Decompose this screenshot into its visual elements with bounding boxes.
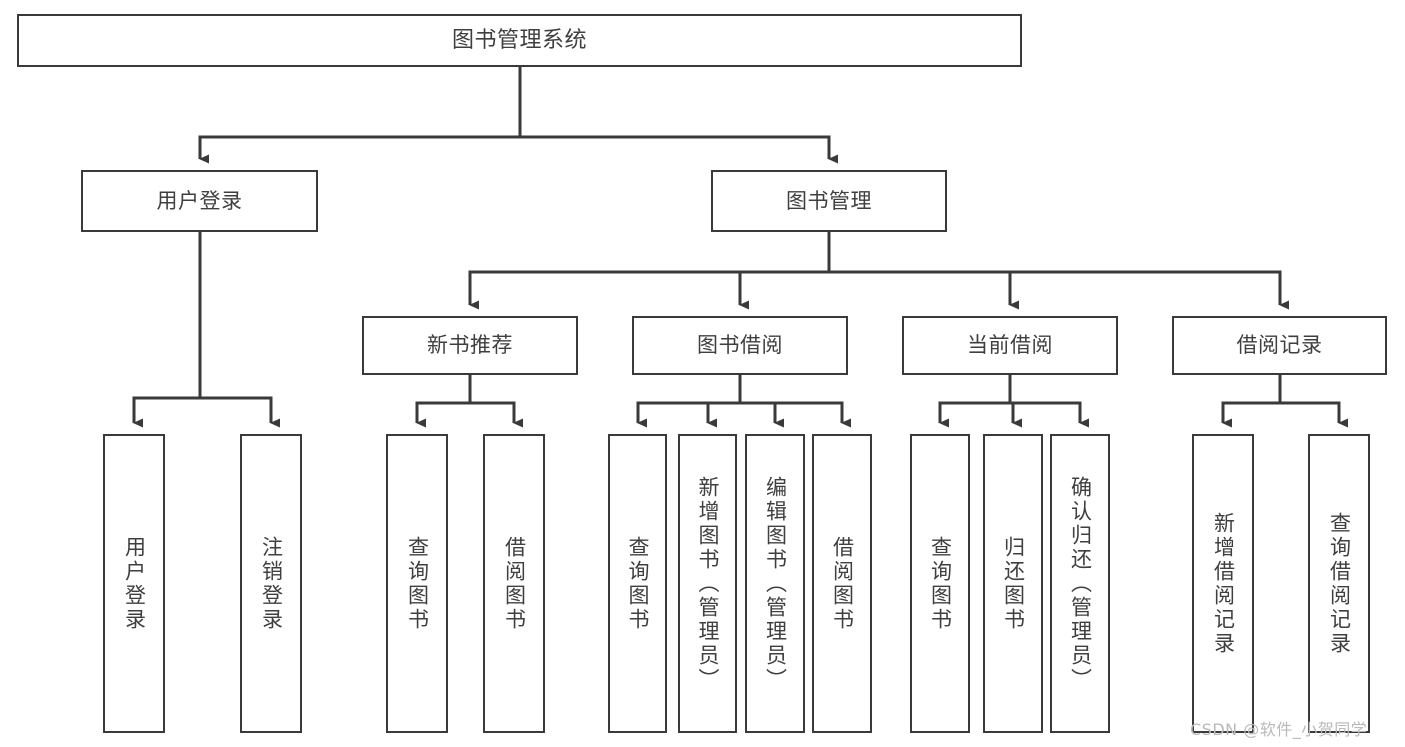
- edge-current-to-f-cur-back: [1010, 401, 1022, 428]
- edge-current-to-f-cur-conf: [1010, 401, 1089, 428]
- edge-borrow-to-f-bw-borrow: [740, 401, 851, 428]
- node-label: 新书推荐: [427, 333, 513, 358]
- node-bookmgmt[interactable]: 图书管理: [711, 170, 947, 232]
- node-label: 用户登录: [122, 535, 147, 632]
- node-f-bw-query[interactable]: 查询图书: [608, 434, 667, 733]
- node-label: 确认归还（管理员）: [1068, 475, 1093, 692]
- node-label: 新增借阅记录: [1211, 511, 1236, 656]
- node-label: 图书借阅: [697, 333, 783, 358]
- edge-borrow-to-f-bw-edit: [740, 401, 784, 428]
- edge-records-to-f-rec-add: [1221, 401, 1280, 428]
- node-label: 归还图书: [1001, 535, 1026, 632]
- node-f-login[interactable]: 用户登录: [103, 434, 165, 733]
- node-label: 注销登录: [259, 535, 284, 632]
- node-label: 借阅图书: [830, 535, 855, 632]
- node-f-cur-query[interactable]: 查询图书: [910, 434, 970, 733]
- node-login[interactable]: 用户登录: [81, 170, 318, 232]
- node-f-bw-edit[interactable]: 编辑图书（管理员）: [745, 434, 805, 733]
- node-current[interactable]: 当前借阅: [902, 316, 1118, 375]
- edge-borrow-to-f-bw-add: [706, 401, 740, 428]
- node-label: 当前借阅: [967, 333, 1053, 358]
- node-f-bw-add[interactable]: 新增图书（管理员）: [678, 434, 737, 733]
- edge-newbook-to-f-nb-query: [415, 401, 470, 428]
- node-label: 图书管理: [786, 188, 872, 213]
- node-label: 查询图书: [626, 535, 650, 632]
- edge-current-to-f-cur-query: [938, 401, 1010, 428]
- node-label: 查询图书: [405, 535, 430, 632]
- node-root[interactable]: 图书管理系统: [17, 14, 1022, 67]
- node-f-nb-query[interactable]: 查询图书: [386, 434, 448, 733]
- node-label: 图书管理系统: [451, 27, 587, 53]
- edge-borrow-to-f-bw-query: [636, 401, 740, 428]
- node-f-logout[interactable]: 注销登录: [240, 434, 302, 733]
- node-label: 查询借阅记录: [1327, 511, 1352, 656]
- node-label: 查询图书: [928, 535, 953, 632]
- node-f-cur-conf[interactable]: 确认归还（管理员）: [1050, 434, 1110, 733]
- node-f-nb-borrow[interactable]: 借阅图书: [483, 434, 545, 733]
- node-f-cur-back[interactable]: 归还图书: [983, 434, 1043, 733]
- node-label: 借阅记录: [1236, 333, 1323, 358]
- node-f-rec-add[interactable]: 新增借阅记录: [1192, 434, 1254, 733]
- edge-bookmgmt-to-borrow: [738, 270, 829, 310]
- edge-root-to-login: [198, 135, 520, 164]
- node-label: 新增图书（管理员）: [696, 475, 720, 692]
- edge-login-to-f-login: [132, 396, 200, 428]
- edge-bookmgmt-to-current: [829, 270, 1019, 310]
- node-label: 用户登录: [156, 188, 243, 213]
- node-newbook[interactable]: 新书推荐: [362, 316, 578, 375]
- edge-records-to-f-rec-query: [1280, 401, 1348, 428]
- node-borrow[interactable]: 图书借阅: [632, 316, 848, 375]
- node-label: 借阅图书: [502, 535, 527, 632]
- node-f-bw-borrow[interactable]: 借阅图书: [812, 434, 872, 733]
- edge-newbook-to-f-nb-borrow: [470, 401, 523, 428]
- edge-login-to-f-logout: [200, 396, 280, 428]
- edge-bookmgmt-to-records: [829, 270, 1289, 310]
- node-records[interactable]: 借阅记录: [1172, 316, 1387, 375]
- node-f-rec-query[interactable]: 查询借阅记录: [1308, 434, 1370, 733]
- edge-root-to-bookmgmt: [520, 135, 838, 164]
- edge-bookmgmt-to-newbook: [468, 270, 829, 310]
- node-label: 编辑图书（管理员）: [763, 475, 788, 692]
